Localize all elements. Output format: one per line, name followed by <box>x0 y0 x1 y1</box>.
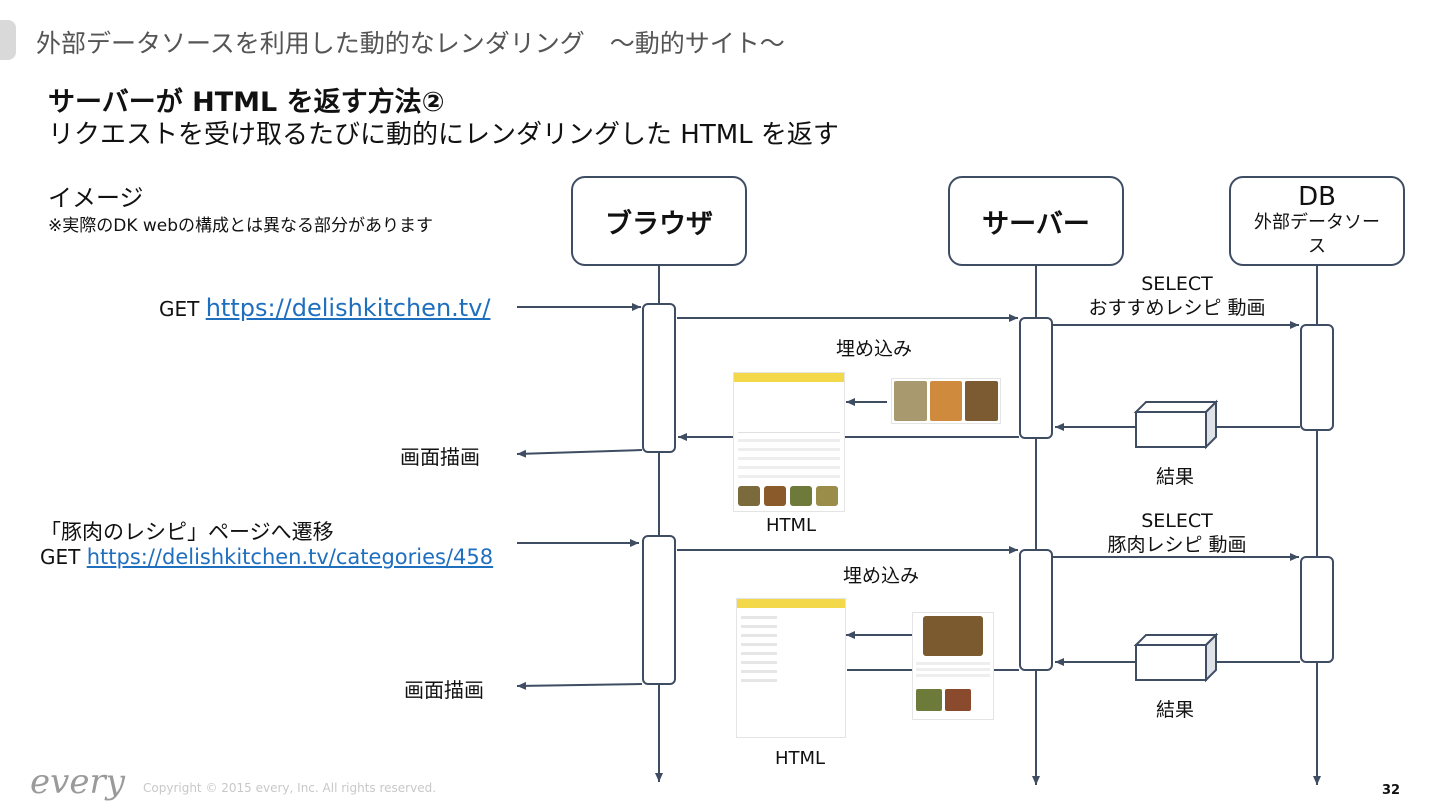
flow2-get-prefix: GET <box>40 545 87 569</box>
flow1-html-page-thumbnail <box>733 372 845 512</box>
browser-activation-2 <box>642 535 676 685</box>
page-number: 32 <box>1382 783 1401 798</box>
db-activation-2 <box>1300 556 1334 663</box>
slide-title: サーバーが HTML を返す方法② <box>48 87 445 118</box>
flow2-recipe-card <box>912 612 994 720</box>
recipe-image <box>965 381 999 421</box>
flow1-result-label: 結果 <box>1156 466 1195 488</box>
flow1-embed-label: 埋め込み <box>836 338 913 360</box>
result-box-1 <box>1133 399 1219 450</box>
flow1-get-prefix: GET <box>159 297 206 321</box>
slide-subtitle: リクエストを受け取るたびに動的にレンダリングした HTML を返す <box>48 120 839 150</box>
db-sublabel: 外部データソース <box>1254 212 1380 257</box>
flow2-render-label: 画面描画 <box>404 678 484 702</box>
flow1-get-request: GET https://delishkitchen.tv/ <box>159 294 490 322</box>
recipe-image <box>923 616 983 656</box>
image-note: ※実際のDK webの構成とは異なる部分があります <box>48 216 434 236</box>
result-box-2 <box>1133 632 1219 683</box>
db-actor: DB 外部データソース <box>1229 176 1405 266</box>
page-header-title: 外部データソースを利用した動的なレンダリング ～動的サイト～ <box>36 29 785 58</box>
server-label: サーバー <box>982 208 1090 240</box>
flow2-render-arrow <box>516 681 643 690</box>
thumb-header <box>737 599 845 608</box>
db-activation-1 <box>1300 324 1334 431</box>
flow2-html-page-thumbnail <box>736 598 846 738</box>
recipe-image <box>894 381 927 421</box>
flow1-select-query: SELECT おすすめレシピ 動画 <box>1077 272 1277 320</box>
flow1-recipe-images <box>891 378 1001 424</box>
flow2-select-query: SELECT 豚肉レシピ 動画 <box>1077 509 1277 557</box>
flow2-html-label: HTML <box>775 748 826 769</box>
flow1-query-label: おすすめレシピ 動画 <box>1088 297 1266 319</box>
flow2-embed-label: 埋め込み <box>843 565 920 587</box>
browser-label: ブラウザ <box>605 208 713 240</box>
flow2-result-label: 結果 <box>1156 699 1195 721</box>
recipe-image <box>945 689 971 711</box>
header-accent <box>0 20 16 60</box>
server-actor: サーバー <box>948 176 1124 266</box>
browser-actor: ブラウザ <box>571 176 747 266</box>
image-label: イメージ <box>48 184 144 212</box>
flow2-get-request: GET https://delishkitchen.tv/categories/… <box>40 545 493 569</box>
flow1-render-label: 画面描画 <box>400 445 480 469</box>
flow1-render-arrow <box>516 449 643 458</box>
flow1-url-link[interactable]: https://delishkitchen.tv/ <box>205 294 491 322</box>
flow1-select-label: SELECT <box>1141 273 1213 295</box>
server-activation-1 <box>1019 317 1053 439</box>
company-logo: every <box>30 762 125 802</box>
flow2-select-label: SELECT <box>1141 510 1213 532</box>
server-activation-2 <box>1019 549 1053 671</box>
recipe-image <box>916 689 942 711</box>
recipe-image <box>929 381 963 421</box>
flow2-url-link[interactable]: https://delishkitchen.tv/categories/458 <box>86 545 494 569</box>
browser-activation-1 <box>642 303 676 453</box>
thumb-header <box>734 373 844 382</box>
flow1-html-label: HTML <box>766 515 817 536</box>
flow2-navigation-label: 「豚肉のレシピ」ページへ遷移 <box>40 520 334 544</box>
flow2-query-label: 豚肉レシピ 動画 <box>1107 534 1247 556</box>
copyright-text: Copyright © 2015 every, Inc. All rights … <box>143 781 437 795</box>
db-label: DB <box>1298 182 1336 212</box>
